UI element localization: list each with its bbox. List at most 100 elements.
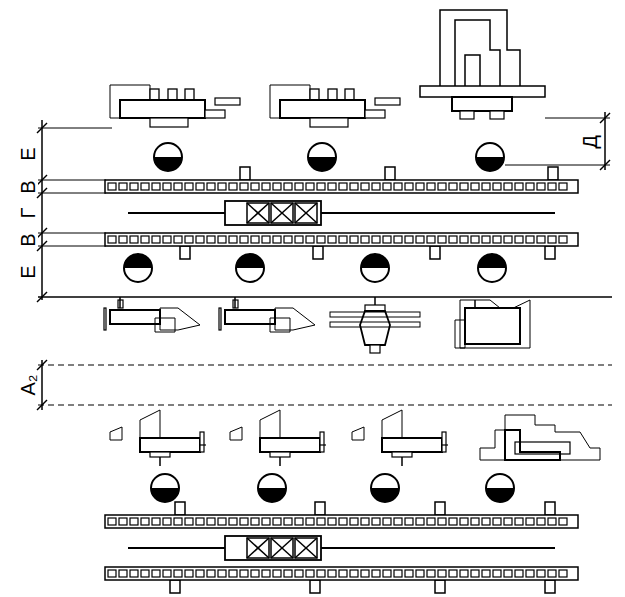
- chain-link: [339, 183, 347, 190]
- conveyor-axis: [128, 547, 225, 549]
- machine-outline: [460, 300, 530, 348]
- chain-link: [328, 570, 336, 577]
- chain-link: [218, 570, 226, 577]
- chain-link: [394, 518, 402, 525]
- chain-link: [515, 570, 523, 577]
- chain-link: [174, 236, 182, 243]
- chain-link: [471, 570, 479, 577]
- chain-link: [405, 236, 413, 243]
- chain-link: [108, 236, 116, 243]
- chain-link: [493, 570, 501, 577]
- rail-bracket: [545, 246, 555, 259]
- pallet-cross: [271, 538, 293, 558]
- operator-symbol: [154, 143, 182, 171]
- machine-outline: [465, 55, 480, 88]
- machine-part: [205, 110, 225, 118]
- pallet: [225, 201, 321, 225]
- chain-link: [548, 236, 556, 243]
- extension-line: [38, 128, 112, 129]
- chain-link: [493, 518, 501, 525]
- chain-link: [482, 518, 490, 525]
- chain-link: [317, 570, 325, 577]
- dimension-label: В: [18, 232, 38, 247]
- machine-part: [452, 97, 512, 111]
- extension-line: [545, 118, 610, 119]
- chain-link: [372, 183, 380, 190]
- chain-link: [361, 236, 369, 243]
- pallet-cross: [271, 203, 293, 223]
- machine-part: [215, 98, 240, 105]
- chain-link: [141, 518, 149, 525]
- chain-link: [383, 236, 391, 243]
- chain-link: [482, 183, 490, 190]
- chain-link: [317, 236, 325, 243]
- chain-link: [504, 518, 512, 525]
- chain-link: [295, 183, 303, 190]
- chain-link: [328, 236, 336, 243]
- rail-bracket: [310, 580, 320, 593]
- chain-link: [207, 183, 215, 190]
- chain-link: [449, 518, 457, 525]
- chain-link: [339, 518, 347, 525]
- floor-line: [38, 296, 612, 298]
- machine-outline: [110, 427, 122, 440]
- dimension-tick: [600, 160, 610, 170]
- chain-link: [372, 570, 380, 577]
- chain-link: [372, 518, 380, 525]
- chain-link: [251, 518, 259, 525]
- chain-link: [559, 236, 567, 243]
- machine-part: [310, 118, 348, 127]
- machine-outline: [270, 85, 365, 118]
- chain-link: [361, 518, 369, 525]
- chain-link: [482, 236, 490, 243]
- operator-half: [476, 157, 504, 171]
- pallet-cell: [295, 538, 317, 558]
- chain-link: [229, 570, 237, 577]
- machine-outline: [230, 427, 242, 440]
- pallet-cell: [247, 538, 269, 558]
- machine-outline: [155, 318, 175, 332]
- operator-symbol: [371, 474, 399, 502]
- chain-link: [350, 518, 358, 525]
- pallet-cross: [247, 538, 269, 558]
- machine-outline: [275, 308, 315, 330]
- chain-link: [471, 183, 479, 190]
- machine-part: [150, 118, 188, 127]
- drawing-line: [320, 444, 326, 445]
- chain-link: [328, 183, 336, 190]
- chain-link: [240, 183, 248, 190]
- chain-link: [207, 236, 215, 243]
- dimension-tick: [37, 292, 47, 302]
- machine-part: [310, 89, 319, 100]
- chain-link: [548, 518, 556, 525]
- pallet-cross: [271, 538, 293, 558]
- chain-link: [339, 570, 347, 577]
- chain-link: [361, 570, 369, 577]
- operator-symbol: [478, 254, 506, 282]
- machine-part: [392, 452, 412, 457]
- operator-symbol: [486, 474, 514, 502]
- chain-link: [526, 183, 534, 190]
- machine-part: [330, 312, 420, 317]
- chain-link: [493, 183, 501, 190]
- machine-outline: [455, 20, 500, 88]
- machine-outline: [505, 430, 560, 460]
- chain-link: [130, 236, 138, 243]
- machine-part: [320, 432, 324, 452]
- chain-link: [196, 570, 204, 577]
- chain-link: [460, 518, 468, 525]
- pallet: [225, 536, 321, 560]
- extension-line: [38, 246, 106, 247]
- chain-link: [163, 518, 171, 525]
- rail-bracket: [545, 580, 555, 593]
- chain-link: [185, 183, 193, 190]
- dimension-label: Е: [18, 264, 38, 279]
- chain-link: [306, 183, 314, 190]
- chain-link: [163, 183, 171, 190]
- dimension-label: Д: [580, 134, 600, 150]
- chain-link: [240, 236, 248, 243]
- pallet-cross: [295, 538, 317, 558]
- chain-link: [174, 518, 182, 525]
- chain-link: [350, 570, 358, 577]
- drawing-line: [159, 457, 161, 466]
